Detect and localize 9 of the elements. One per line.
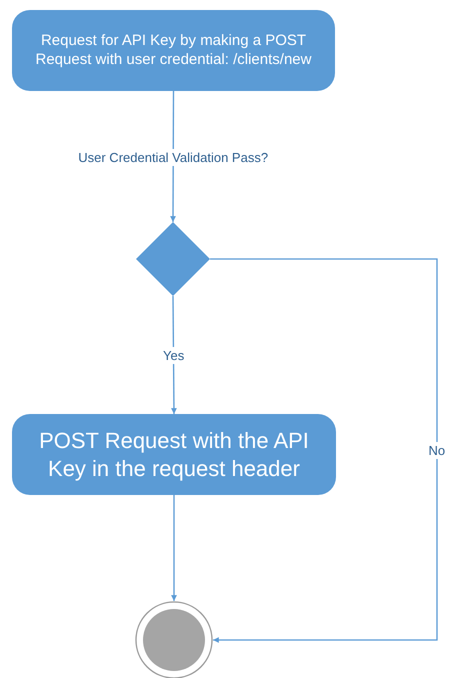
arrow	[210, 258, 438, 643]
activity-box: Request for API Key by making a POST Request with user credential: /clients/new	[12, 10, 335, 91]
activity-box: POST Request with the API Key in the request header	[12, 414, 336, 495]
edge-label: No	[428, 442, 446, 458]
edge-label: User Credential Validation Pass?	[77, 148, 270, 166]
decision-diamond	[136, 222, 210, 296]
arrow	[171, 296, 177, 414]
edge-label: Yes	[162, 346, 186, 364]
arrow	[171, 495, 177, 601]
